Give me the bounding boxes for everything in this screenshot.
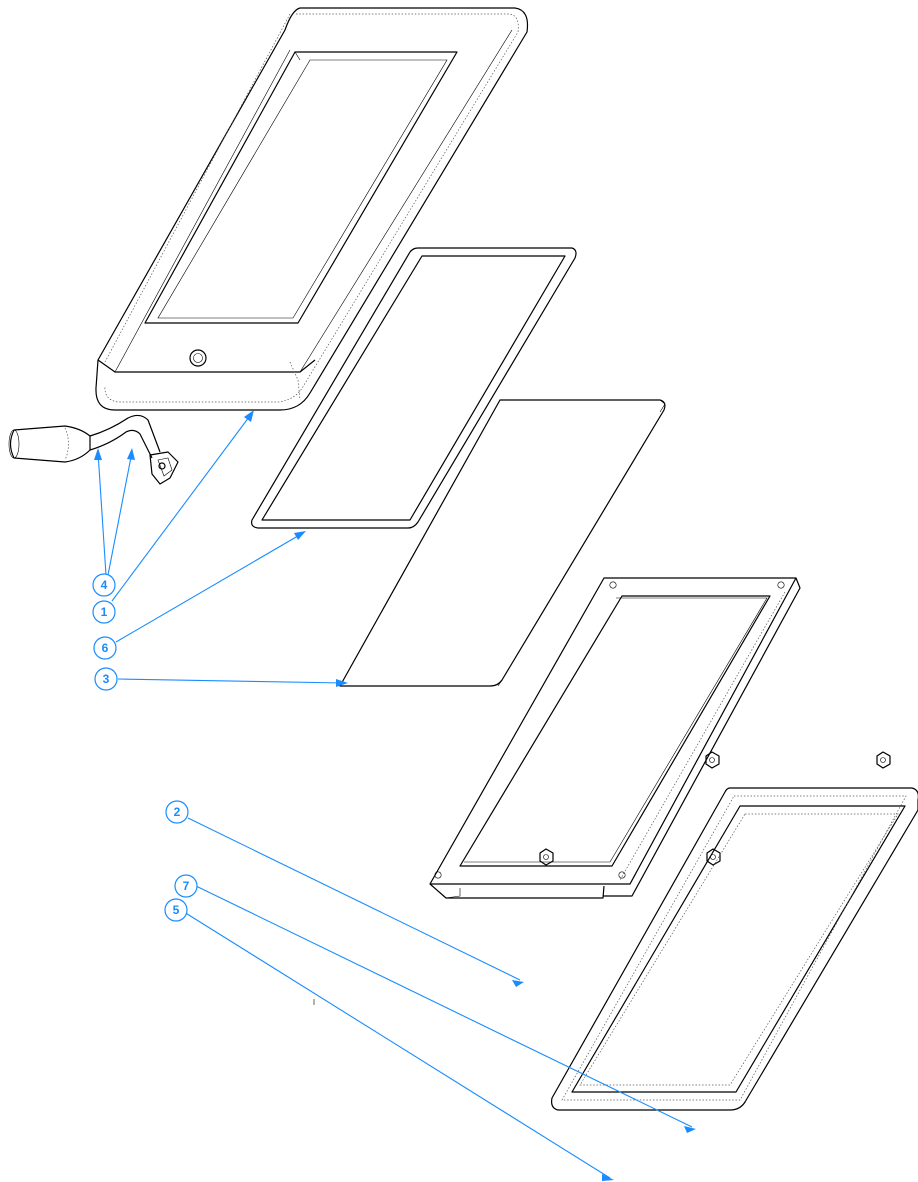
- arrow-heads: [94, 410, 696, 1181]
- balloon-4: 4: [92, 573, 116, 597]
- front-bezel-housing: [95, 7, 529, 411]
- rear-frame: [551, 787, 918, 1111]
- svg-text:4: 4: [101, 578, 108, 592]
- leader-1: [111, 412, 253, 602]
- leader-lines: [97, 412, 693, 1179]
- svg-text:1: 1: [101, 605, 108, 619]
- leader-4b: [107, 451, 133, 576]
- svg-text:5: 5: [173, 903, 180, 917]
- leader-7: [195, 885, 693, 1128]
- gasket: [251, 247, 577, 529]
- balloon-2: 2: [165, 800, 189, 824]
- balloon-6: 6: [93, 636, 117, 660]
- leader-5: [183, 911, 611, 1179]
- hex-nuts: [539, 751, 891, 866]
- svg-text:7: 7: [183, 879, 190, 893]
- glass-panel: [339, 399, 666, 687]
- leader-6: [115, 532, 304, 643]
- leader-4: [97, 451, 107, 576]
- mounting-frame: [429, 577, 801, 899]
- balloon-5: 5: [164, 898, 188, 922]
- cable-connector-assembly: [8, 414, 179, 485]
- svg-text:6: 6: [102, 641, 109, 655]
- leader-2: [187, 817, 521, 981]
- svg-text:3: 3: [103, 672, 110, 686]
- balloon-3: 3: [94, 667, 118, 691]
- leader-3: [117, 678, 346, 684]
- svg-text:2: 2: [174, 805, 181, 819]
- balloon-7: 7: [174, 874, 198, 898]
- balloon-1: 1: [92, 600, 116, 624]
